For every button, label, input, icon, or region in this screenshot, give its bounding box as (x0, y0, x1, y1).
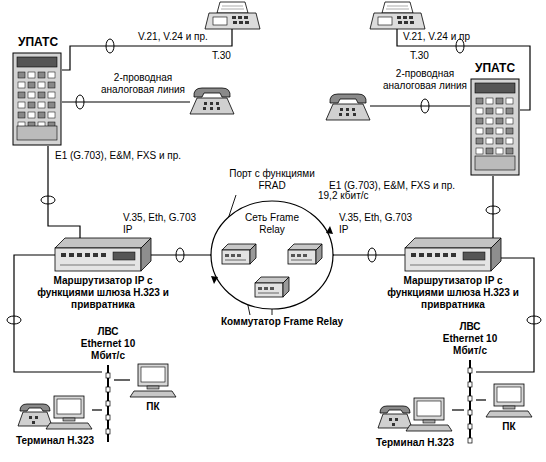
node-caption: Терминал H.323 (365, 437, 465, 449)
analog-line (370, 105, 470, 106)
cable-marker (421, 99, 429, 113)
analog-phone (326, 94, 370, 120)
node-router: Маршрутизатор IP с функциями шлюза H.323… (405, 238, 501, 272)
node-bus: ЛВС Ethernet 10 Мбит/с (464, 360, 476, 442)
connector (14, 255, 102, 372)
pbx-cabinet (12, 52, 62, 146)
node-caption: Терминал H.323 (5, 435, 105, 447)
analog-phone (190, 88, 234, 114)
fax-machine (370, 2, 425, 29)
connector (151, 254, 210, 255)
node-router: Маршрутизатор IP с функциями шлюза H.323… (55, 238, 151, 272)
node-caption: ЛВС Ethernet 10 Мбит/с (77, 326, 139, 362)
annotation: 2-проводная аналоговая линия (382, 68, 468, 92)
node-bus: ЛВС Ethernet 10 Мбит/с (102, 365, 114, 442)
annotation: T.30 (212, 50, 242, 62)
node-caption: УПАТС (460, 61, 530, 75)
annotation: V.21, V.24 и пр. (138, 31, 228, 43)
connector (334, 254, 405, 255)
annotation: Коммутатор Frame Relay (207, 316, 357, 328)
network-name: Сеть Frame Relay (232, 200, 312, 236)
node-pc: ПК (486, 384, 532, 418)
node-term: Терминал H.323 (18, 388, 92, 432)
ethernet-bus (102, 365, 114, 442)
interface-label: V.35, Eth, G.703 IP (338, 212, 424, 236)
node-caption: ПК (489, 421, 529, 433)
node-pbx: УПАТС (470, 78, 520, 176)
connector (476, 399, 486, 400)
pbx-cabinet (470, 78, 520, 176)
connector (114, 379, 130, 380)
cable-marker (106, 39, 114, 53)
node-pc: ПК (130, 364, 176, 398)
fax-machine (205, 2, 260, 29)
fax-line (62, 29, 232, 70)
node-caption: ПК (133, 401, 173, 413)
connector (452, 409, 464, 410)
h323-terminal-icon (18, 388, 92, 432)
connector (492, 176, 493, 238)
pc-icon (486, 384, 532, 418)
interface-label: E1 (G.703), E&M, FXS и пр. (54, 150, 182, 162)
node-cloud: Сеть Frame Relay (210, 200, 334, 310)
annotation: 2-проводная аналоговая линия (100, 72, 186, 96)
node-caption: Маршрутизатор IP с функциями шлюза H.323… (383, 275, 523, 311)
cable-marker (76, 95, 84, 109)
node-caption: ЛВС Ethernet 10 Мбит/с (439, 321, 501, 357)
ethernet-bus (464, 360, 476, 442)
h323-terminal-icon (378, 390, 452, 434)
node-term: Терминал H.323 (378, 390, 452, 434)
node-caption: УПАТС (3, 35, 73, 49)
ip-router (405, 238, 501, 272)
annotation: T.30 (410, 50, 440, 62)
ip-router (55, 238, 151, 272)
analog-line (62, 101, 190, 102)
annotation: V.21, V.24 и пр (403, 31, 493, 43)
interface-label: V.35, Eth, G.703 IP (122, 212, 208, 236)
node-pbx: УПАТС (12, 52, 62, 146)
annotation: 19,2 кбит/с (318, 190, 388, 202)
node-caption: Маршрутизатор IP с функциями шлюза H.323… (33, 275, 173, 311)
connector (92, 409, 102, 410)
pc-icon (130, 364, 176, 398)
annotation: Порт с функциями FRAD (222, 168, 322, 192)
